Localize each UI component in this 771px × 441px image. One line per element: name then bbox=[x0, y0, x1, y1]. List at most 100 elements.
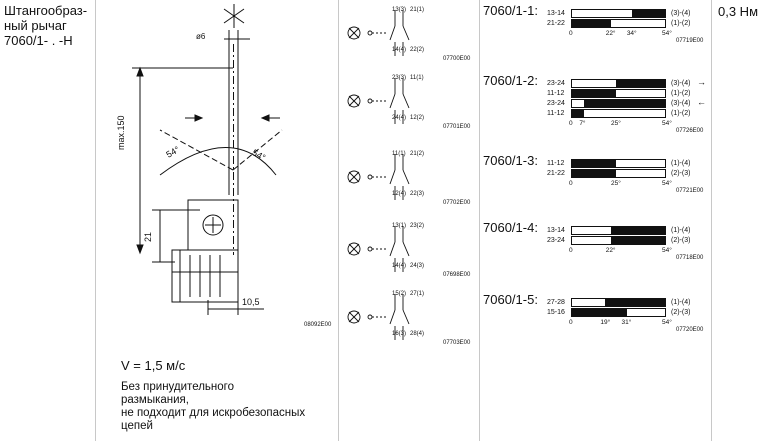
column-divider bbox=[95, 0, 96, 441]
angle-tick-label: 0 bbox=[569, 319, 573, 326]
terminal-label: 24(3) bbox=[410, 263, 425, 269]
note-line-1: Без принудительного bbox=[121, 381, 234, 393]
angle-tick-label: 25° bbox=[610, 120, 621, 127]
torque-label: 0,3 Нм bbox=[718, 4, 759, 19]
angle-tick-label: 22° bbox=[605, 247, 616, 254]
diameter-label: ø6 bbox=[196, 32, 206, 41]
terminal-label: 16(3) bbox=[392, 331, 407, 337]
drawing-code: 08092E00 bbox=[304, 322, 332, 328]
closed-segment bbox=[572, 170, 616, 177]
angle-tick-label: 54° bbox=[662, 247, 672, 254]
terminal-label: 23(2) bbox=[410, 223, 425, 229]
terminal-pair-label: (2)-(3) bbox=[671, 237, 691, 244]
contact-label: 13-14 bbox=[547, 10, 565, 17]
terminal-pair-label: (3)-(4) bbox=[671, 80, 691, 87]
closed-segment bbox=[605, 299, 665, 306]
lever-title-line-2: ный рычаг bbox=[4, 18, 67, 33]
model-title: 7060/1-2: bbox=[483, 73, 538, 88]
column-divider bbox=[338, 0, 339, 441]
terminal-label: 27(1) bbox=[410, 291, 425, 297]
diagram-code: 07720E00 bbox=[676, 327, 704, 333]
contact-label: 23-24 bbox=[547, 100, 565, 107]
angle-tick-label: 22° bbox=[605, 30, 616, 37]
terminal-label: 13(1) bbox=[392, 223, 407, 229]
contact-label: 11-12 bbox=[547, 160, 565, 167]
contact-label: 23-24 bbox=[547, 80, 565, 87]
terminal-pair-label: (3)-(4) bbox=[671, 10, 691, 17]
diagram-code: 07721E00 bbox=[676, 188, 704, 194]
switching-bar bbox=[571, 159, 666, 168]
terminal-pair-label: (1)-(4) bbox=[671, 160, 691, 167]
schematic-code: 07698E00 bbox=[443, 272, 471, 278]
rotation-star-icon bbox=[223, 4, 245, 28]
arrow-left-icon: ← bbox=[697, 97, 706, 107]
contact-label: 21-22 bbox=[547, 20, 565, 27]
switch-symbol-icon bbox=[347, 294, 410, 340]
schematic-code: 07702E00 bbox=[443, 200, 471, 206]
angle-tick-label: 31° bbox=[621, 319, 632, 326]
diagram-code: 07726E00 bbox=[676, 128, 704, 134]
switching-bar bbox=[571, 89, 666, 98]
terminal-label: 21(1) bbox=[410, 7, 425, 13]
schematic-block bbox=[340, 8, 478, 68]
model-title: 7060/1-3: bbox=[483, 153, 538, 168]
lever-title-line-1: Штангообраз- bbox=[4, 3, 88, 18]
terminal-label: 14(4) bbox=[392, 263, 407, 269]
speed-label: V = 1,5 м/с bbox=[121, 358, 186, 373]
note-line-3: не подходит для искробезопасных bbox=[121, 407, 306, 419]
terminal-label: 21(2) bbox=[410, 151, 425, 157]
column-divider bbox=[479, 0, 480, 441]
contact-label: 11-12 bbox=[547, 90, 565, 97]
height-label: 21 bbox=[143, 231, 153, 242]
switching-bar bbox=[571, 79, 666, 88]
closed-segment bbox=[572, 90, 616, 97]
switch-symbol-icon bbox=[347, 154, 410, 200]
terminal-pair-label: (2)-(3) bbox=[671, 170, 691, 177]
diagram-code: 07719E00 bbox=[676, 38, 704, 44]
contact-label: 27-28 bbox=[547, 299, 565, 306]
schematic-code: 07703E00 bbox=[443, 340, 471, 346]
arrow-right-icon: → bbox=[697, 77, 706, 87]
note-line-2: размыкания, bbox=[121, 394, 189, 406]
closed-segment bbox=[631, 10, 665, 17]
model-title: 7060/1-5: bbox=[483, 292, 538, 307]
angle-tick-label: 0 bbox=[569, 247, 573, 254]
switch-symbol-icon bbox=[347, 10, 410, 56]
terminal-pair-label: (1)-(2) bbox=[671, 20, 691, 27]
terminal-pair-label: (1)-(2) bbox=[671, 110, 691, 117]
contact-label: 21-22 bbox=[547, 170, 565, 177]
angle-tick-label: 54° bbox=[662, 319, 672, 326]
column-divider bbox=[711, 0, 712, 441]
terminal-label: 23(3) bbox=[392, 75, 407, 81]
switching-bar bbox=[571, 298, 666, 307]
closed-segment bbox=[615, 80, 665, 87]
angle-tick-label: 34° bbox=[626, 30, 637, 37]
angle-tick-label: 0 bbox=[569, 30, 573, 37]
closed-segment bbox=[610, 237, 665, 244]
terminal-pair-label: (2)-(3) bbox=[671, 309, 691, 316]
schematic-code: 07700E00 bbox=[443, 56, 471, 62]
closed-segment bbox=[572, 160, 616, 167]
lever-title-line-3: 7060/1- . -H bbox=[4, 33, 73, 48]
lever-drawing bbox=[132, 4, 283, 315]
terminal-label: 12(2) bbox=[410, 115, 425, 121]
angle-tick-label: 0 bbox=[569, 180, 573, 187]
schematic-code: 07701E00 bbox=[443, 124, 471, 130]
schematic-block bbox=[340, 292, 478, 352]
angle-tick-label: 7° bbox=[579, 120, 586, 127]
switching-bar bbox=[571, 109, 666, 118]
switching-bar bbox=[571, 19, 666, 28]
angle-tick-label: 25° bbox=[610, 180, 621, 187]
terminal-label: 11(1) bbox=[392, 151, 406, 157]
contact-label: 23-24 bbox=[547, 237, 565, 244]
angle-tick-label: 54° bbox=[662, 180, 672, 187]
terminal-label: 24(4) bbox=[392, 115, 407, 121]
model-title: 7060/1-1: bbox=[483, 3, 538, 18]
schematic-block bbox=[340, 224, 478, 284]
switch-symbol-icon bbox=[347, 226, 410, 272]
terminal-pair-label: (3)-(4) bbox=[671, 100, 691, 107]
switch-symbol-icon bbox=[347, 78, 410, 124]
switching-bar bbox=[571, 236, 666, 245]
terminal-label: 28(4) bbox=[410, 331, 425, 337]
